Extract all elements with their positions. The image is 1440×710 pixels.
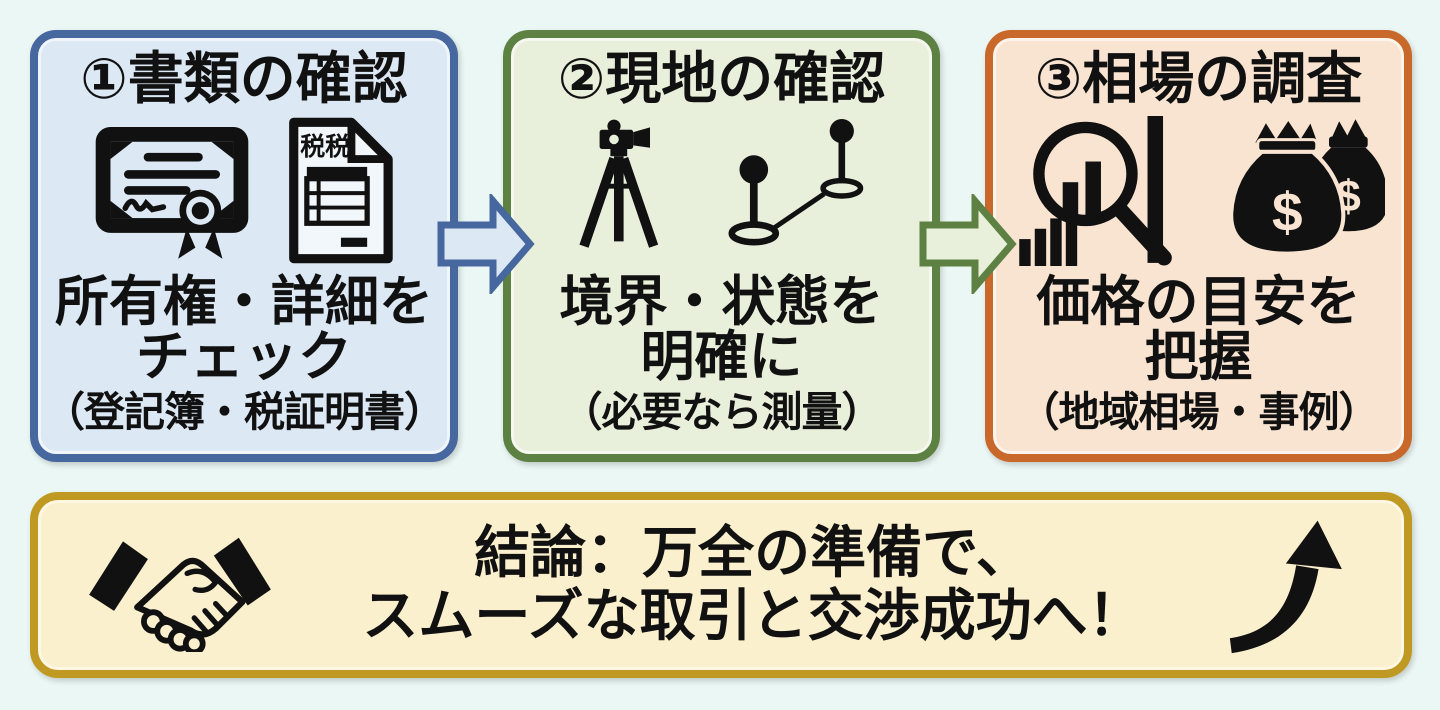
survey-tripod-icon (579, 119, 659, 248)
conclusion-line: 結論：万全の準備で、 (474, 521, 1032, 585)
handshake-icon (89, 537, 271, 652)
certificate-icon (95, 126, 249, 259)
conclusion-banner: 結論：万全の準備で、 スムーズな取引と交渉成功へ！ (30, 492, 1412, 678)
money-bags-icon: $ $ (1228, 119, 1385, 256)
rising-arrow-icon (1229, 520, 1342, 654)
conclusion-line: スムーズな取引と交渉成功へ！ (362, 584, 1144, 647)
step-card-market-research: ③相場の調査 $ (985, 30, 1412, 462)
step-body: 価格の目安を 把握 （地域相場・事例） (1018, 271, 1380, 435)
boundary-markers-icon (728, 119, 864, 246)
step-title: ②現地の確認 (557, 47, 886, 110)
step-note: （登記簿・税証明書） (44, 388, 445, 435)
tax-document-icon: 税税 (289, 118, 393, 264)
step-text-line: 価格の目安を (1036, 271, 1361, 332)
step-icon-row: 税税 (92, 113, 396, 269)
step-body: 境界・状態を 明確に （必要なら測量） (559, 271, 884, 435)
banner-icon-left (82, 518, 278, 652)
step-text-line: 明確に (640, 326, 803, 387)
step-text-line: 所有権・詳細を (55, 271, 433, 332)
banner-icon-right (1228, 515, 1354, 655)
tax-document-label: 税税 (300, 133, 350, 161)
chart-magnifier-icon (1018, 115, 1172, 266)
flow-arrow-right-icon (919, 194, 1017, 294)
step-note: （地域相場・事例） (1018, 388, 1380, 435)
step-text-line: チェック (136, 326, 352, 387)
step-note: （必要なら測量） (561, 388, 883, 435)
flow-arrow-right-icon (437, 194, 535, 294)
step-title: ①書類の確認 (80, 47, 408, 110)
step-icon-row: $ $ (1013, 113, 1385, 269)
money-symbol: $ (1271, 182, 1302, 244)
step-text-line: 把握 (1144, 326, 1253, 387)
step-icon-row (566, 113, 877, 269)
conclusion-text: 結論：万全の準備で、 スムーズな取引と交渉成功へ！ (278, 522, 1228, 647)
step-text-line: 境界・状態を (559, 271, 884, 332)
step-card-site-check: ②現地の確認 (503, 30, 940, 462)
step-title: ③相場の調査 (1034, 47, 1363, 110)
step-card-documents: ①書類の確認 (30, 30, 458, 462)
step-body: 所有権・詳細を チェック （登記簿・税証明書） (44, 271, 445, 435)
